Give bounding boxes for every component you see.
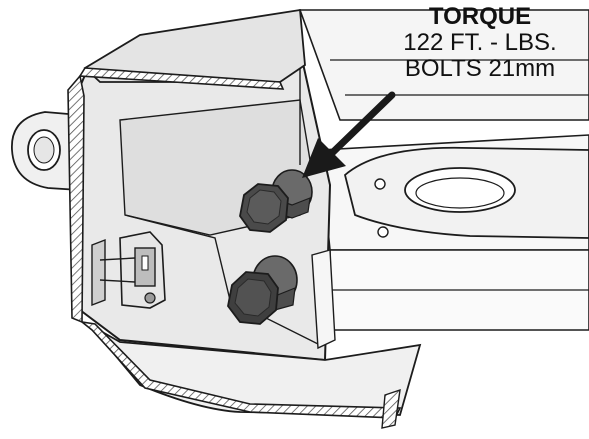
- callout-arrow-icon: [302, 91, 396, 178]
- upper-bolt: [239, 169, 313, 233]
- bolt-size: BOLTS 21mm: [404, 54, 556, 82]
- lower-bolt: [227, 255, 298, 325]
- wiring-connector-icon: [91, 231, 166, 309]
- torque-value: 122 FT. - LBS.: [403, 28, 557, 56]
- torque-callout: TORQUE 122 FT. - LBS. BOLTS 21mm: [380, 4, 580, 82]
- torque-title: TORQUE: [428, 3, 532, 30]
- plate-tab: [311, 249, 336, 350]
- top-section-cut: [67, 8, 306, 324]
- tow-loop: [11, 111, 81, 191]
- receiver-plate: [343, 146, 589, 239]
- skid-plate: [79, 320, 422, 429]
